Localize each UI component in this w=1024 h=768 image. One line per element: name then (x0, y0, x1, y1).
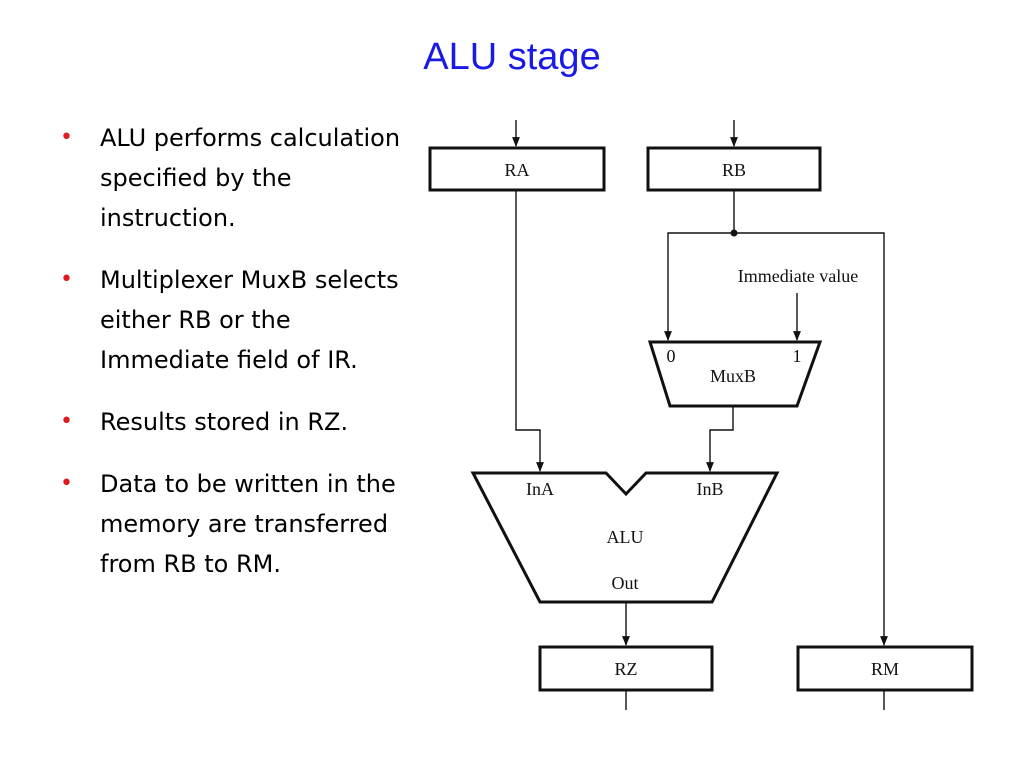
ra-register (428, 146, 606, 192)
immediate-label: Immediate value (738, 266, 858, 286)
ra-label: RA (504, 160, 529, 180)
alu-shape (470, 471, 780, 604)
rb-to-rm-wire (734, 232, 888, 646)
rm-label: RM (871, 659, 899, 679)
bullet-text: Multiplexer MuxB selects either RB or th… (100, 266, 399, 374)
alu-ina-label: InA (526, 479, 554, 499)
bullet-item: • Data to be written in the memory are tr… (58, 464, 403, 584)
alu-label: ALU (607, 527, 644, 547)
mux-in0-label: 0 (667, 346, 676, 366)
bullet-item: • Results stored in RZ. (58, 402, 403, 442)
bullet-list: • ALU performs calculation specified by t… (58, 118, 403, 606)
bullet-dot-icon: • (60, 471, 73, 496)
junction-dot (730, 229, 738, 237)
bullet-dot-icon: • (60, 267, 73, 292)
rm-register (796, 645, 974, 692)
bullet-item: • ALU performs calculation specified by t… (58, 118, 403, 238)
bullet-item: • Multiplexer MuxB selects either RB or t… (58, 260, 403, 380)
mux-in1-label: 1 (793, 346, 802, 366)
bullet-dot-icon: • (60, 409, 73, 434)
bullet-dot-icon: • (60, 125, 73, 150)
rb-label: RB (722, 160, 746, 180)
rb-to-mux-wire (664, 232, 734, 341)
rz-register (538, 645, 714, 692)
rb-register (646, 146, 822, 192)
muxb-shape (647, 340, 823, 408)
mux-to-alu-wire (706, 406, 734, 472)
bullet-text: Results stored in RZ. (100, 408, 349, 436)
slide-title: ALU stage (423, 36, 601, 78)
bullet-text: Data to be written in the memory are tra… (100, 470, 396, 578)
alu-out-label: Out (612, 573, 639, 593)
muxb-label: MuxB (710, 366, 756, 386)
ra-to-alu-wire (515, 190, 544, 472)
rz-label: RZ (614, 659, 637, 679)
bullet-text: ALU performs calculation specified by th… (100, 124, 401, 232)
alu-inb-label: InB (697, 479, 724, 499)
